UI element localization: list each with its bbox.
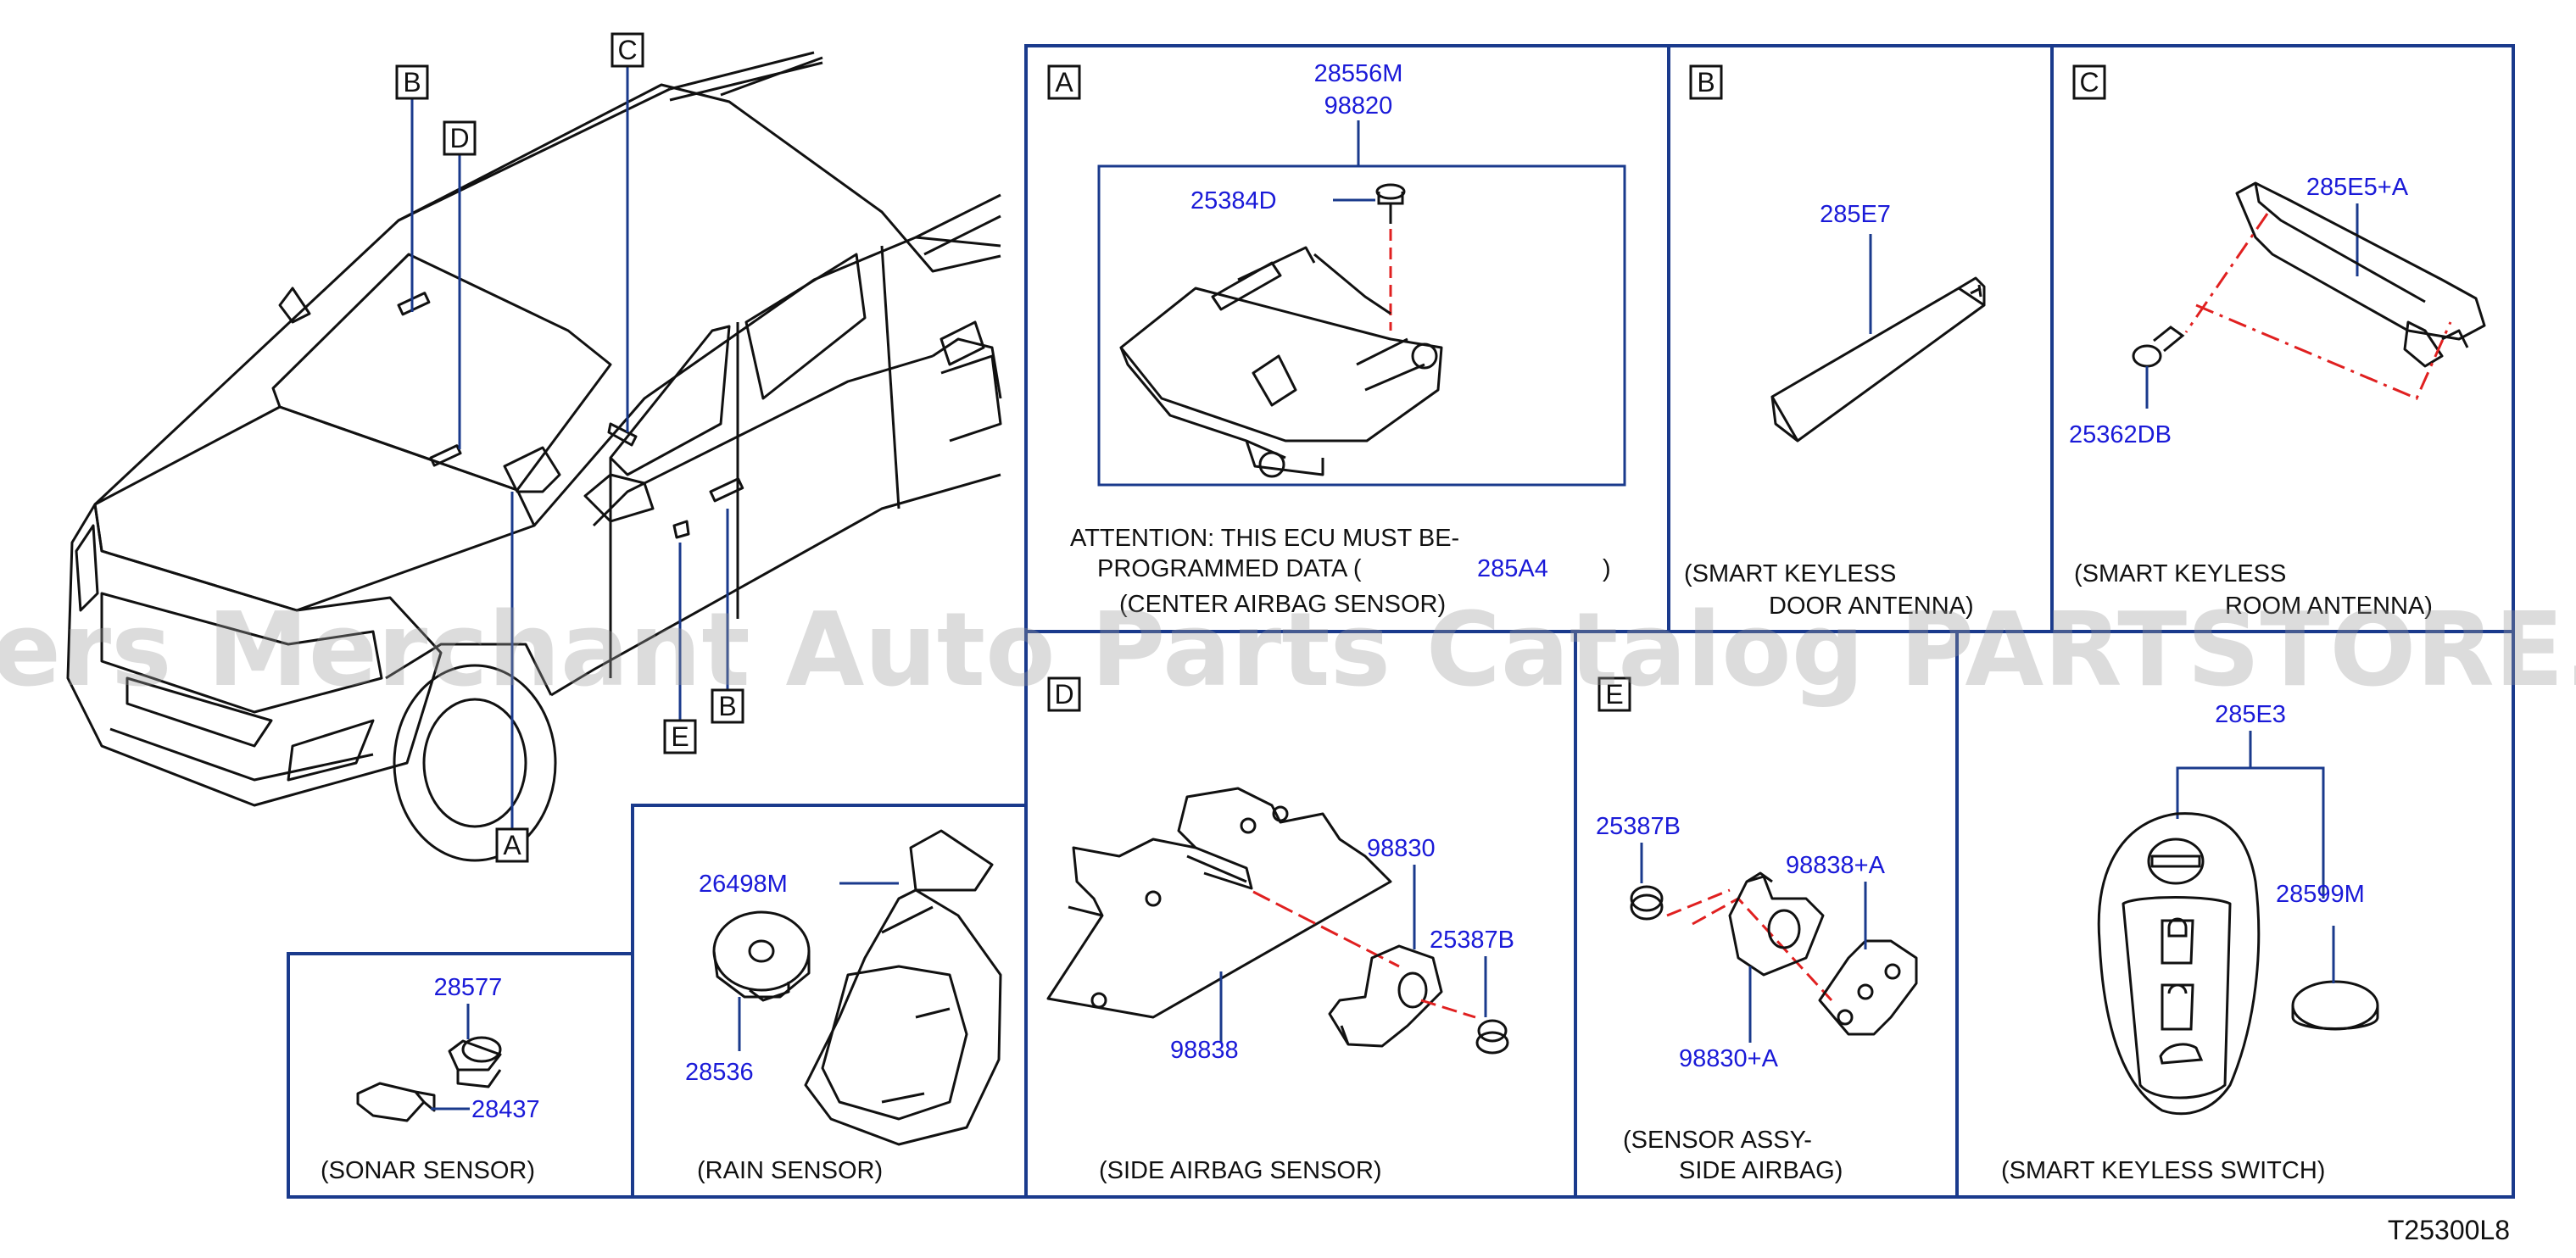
panel-c-caption-1: (SMART KEYLESS [2074, 560, 2286, 587]
part-number-285e3: 285E3 [2215, 701, 2286, 728]
panel-c-letter: C [2079, 67, 2099, 97]
part-number-28556m: 28556M [1314, 60, 1403, 87]
rain-sensor-icon [712, 910, 811, 1002]
part-number-98830: 98830 [1367, 835, 1436, 862]
switch-caption: (SMART KEYLESS SWITCH) [2001, 1157, 2325, 1184]
sonar-connector-icon [356, 1082, 436, 1122]
panel-e-sensor-assy: E 25387B 98838+A 98830+A (SENSOR ASSY- S… [1596, 676, 1918, 1184]
bracket-icon [1046, 787, 1392, 1019]
callout-b-top: B [403, 67, 421, 97]
panel-c-caption-2: ROOM ANTENNA) [2225, 593, 2433, 620]
vehicle-callouts: B D C A E B [395, 32, 744, 863]
bolt-icon [1375, 183, 1406, 224]
part-number-285e5a: 285E5+A [2306, 174, 2409, 201]
screw-icon [2132, 326, 2185, 368]
door-antenna-icon [1770, 276, 1986, 443]
unlock-icon [2161, 983, 2194, 1031]
callout-e: E [671, 721, 689, 752]
part-number-28599m: 28599M [2276, 881, 2365, 908]
part-number-28437: 28437 [471, 1096, 540, 1123]
panel-e-caption-2: SIDE AIRBAG) [1679, 1157, 1843, 1184]
part-number-285e7: 285E7 [1820, 201, 1891, 228]
key-fob-icon [2097, 812, 2261, 1116]
vehicle-illustration [66, 51, 1002, 862]
sensor-assy-icon [1728, 871, 1825, 977]
panel-e-caption-1: (SENSOR ASSY- [1623, 1127, 1812, 1154]
panel-e-letter: E [1605, 679, 1623, 710]
panel-b-door-antenna: B 285E7 (SMART KEYLESS DOOR ANTENNA) [1684, 64, 1986, 620]
watermark: Offers Merchant Auto Parts Catalog PARTS… [0, 592, 2576, 710]
part-number-25384d: 25384D [1190, 187, 1277, 214]
panel-a-letter: A [1055, 67, 1073, 97]
panel-sonar-sensor: 28577 28437 (SONAR SENSOR) [321, 974, 540, 1184]
callout-b-bottom: B [718, 691, 736, 721]
part-number-98838: 98838 [1170, 1037, 1239, 1064]
panel-d-letter: D [1054, 679, 1073, 710]
part-number-98838a: 98838+A [1786, 852, 1886, 879]
sensor-bracket-icon [1818, 939, 1918, 1036]
panel-b-caption-1: (SMART KEYLESS [1684, 560, 1896, 587]
lock-icon [2161, 917, 2194, 965]
callout-c: C [617, 35, 637, 65]
ecu-module-icon [1119, 246, 1443, 478]
coin-battery-icon [2291, 980, 2379, 1031]
panel-b-letter: B [1697, 67, 1715, 97]
part-number-25387b-e: 25387B [1596, 813, 1681, 840]
attention-line-1: ATTENTION: THIS ECU MUST BE- [1070, 525, 1459, 552]
part-number-28536: 28536 [685, 1059, 754, 1086]
part-number-98820: 98820 [1324, 92, 1393, 120]
part-number-28577: 28577 [434, 974, 503, 1001]
side-sensor-icon [1328, 944, 1443, 1048]
callout-a: A [503, 830, 521, 860]
panel-rain-sensor: 26498M 28536 (RAIN SENSOR) [685, 829, 1002, 1184]
sonar-caption: (SONAR SENSOR) [321, 1157, 535, 1184]
panel-a-center-airbag-sensor: A 28556M 98820 25384D ATTENTION: THIS EC [1047, 60, 1626, 618]
panel-d-caption: (SIDE AIRBAG SENSOR) [1099, 1157, 1382, 1184]
panel-a-caption: (CENTER AIRBAG SENSOR) [1119, 591, 1446, 618]
panel-d-side-airbag-sensor: D 98838 98830 25387B (SIDE AIRBAG SENSOR… [1046, 676, 1514, 1184]
attention-close: ) [1603, 555, 1611, 582]
panel-grid [287, 44, 2515, 1199]
rain-sensor-cover-icon [804, 829, 1002, 1146]
part-number-285a4: 285A4 [1477, 555, 1548, 582]
part-number-26498m: 26498M [699, 871, 788, 898]
panel-smart-keyless-switch: 285E3 28599M (SMART KEYLESS SWITCH) [2001, 701, 2379, 1184]
vehicle-callout-lines [410, 66, 729, 829]
trunk-icon [2159, 1043, 2204, 1065]
attention-line-2: PROGRAMMED DATA ( [1097, 555, 1362, 582]
panel-b-caption-2: DOOR ANTENNA) [1769, 593, 1974, 620]
part-number-98830a: 98830+A [1679, 1045, 1779, 1072]
room-antenna-icon [2235, 181, 2486, 368]
nut-icon [1475, 1019, 1509, 1055]
sonar-sensor-icon [448, 1036, 502, 1088]
callout-d: D [449, 123, 469, 153]
nut-icon-e [1630, 885, 1664, 921]
panel-c-room-antenna: C 285E5+A 25362DB (SMART KEYLESS ROOM AN… [2069, 64, 2486, 620]
diagram-reference: T25300L8 [2388, 1215, 2510, 1245]
part-number-25387b-d: 25387B [1430, 927, 1514, 954]
rain-caption: (RAIN SENSOR) [697, 1157, 883, 1184]
part-number-25362db: 25362DB [2069, 421, 2172, 448]
